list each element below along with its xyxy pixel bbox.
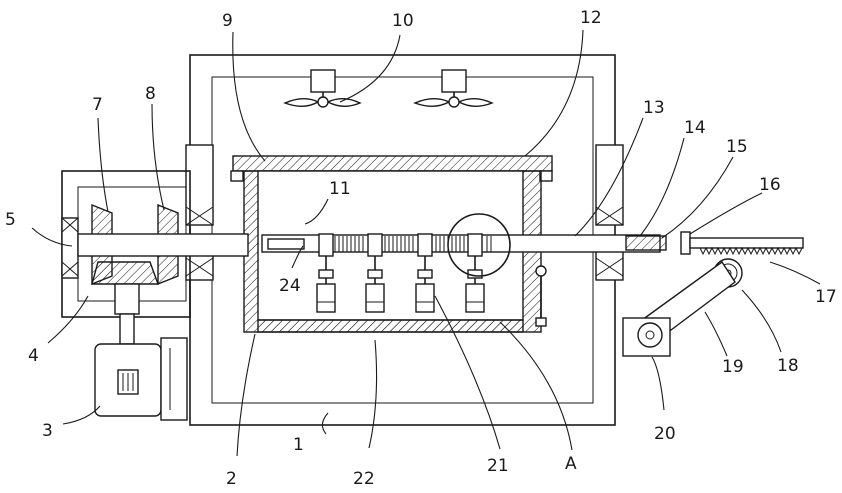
- label-10: 10: [392, 11, 414, 31]
- fan-right: [415, 70, 492, 107]
- label-14: 14: [684, 118, 706, 138]
- drive-shaft-left: [78, 234, 248, 256]
- slider-2: [366, 234, 384, 312]
- label-8: 8: [145, 84, 156, 104]
- label-a: A: [565, 454, 577, 474]
- label-15: 15: [726, 137, 748, 157]
- label-12: 12: [580, 8, 602, 28]
- label-7: 7: [92, 95, 103, 115]
- label-18: 18: [777, 356, 799, 376]
- label-17: 17: [815, 287, 837, 307]
- label-2: 2: [226, 469, 237, 489]
- label-9: 9: [222, 11, 233, 31]
- label-13: 13: [643, 98, 665, 118]
- fan-left: [285, 70, 360, 107]
- slider-3: [416, 234, 434, 312]
- moving-block-24: [268, 239, 304, 249]
- label-1: 1: [293, 435, 304, 455]
- slider-4: [466, 234, 484, 312]
- threaded-sleeve: [626, 236, 666, 250]
- rack: [681, 232, 803, 254]
- motor: [95, 284, 187, 420]
- label-16: 16: [759, 175, 781, 195]
- label-24: 24: [279, 276, 301, 296]
- label-11: 11: [329, 179, 351, 199]
- label-5: 5: [5, 210, 16, 230]
- label-21: 21: [487, 456, 509, 476]
- bottom-plate: [258, 320, 523, 332]
- label-4: 4: [28, 346, 39, 366]
- label-19: 19: [722, 357, 744, 377]
- lower-motor: [623, 318, 670, 356]
- label-20: 20: [654, 424, 676, 444]
- slider-1: [317, 234, 335, 312]
- label-3: 3: [42, 421, 53, 441]
- bearing-left: [62, 218, 78, 278]
- label-22: 22: [353, 469, 375, 489]
